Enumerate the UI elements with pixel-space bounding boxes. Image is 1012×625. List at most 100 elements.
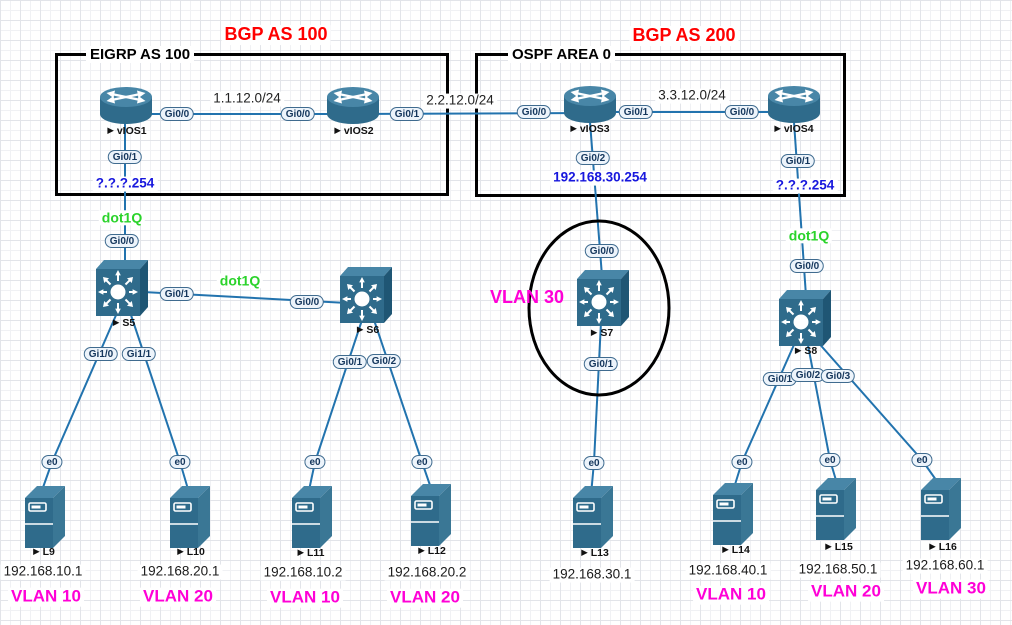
host-label-l14: ▶ L14	[722, 544, 750, 556]
device-marker-icon: ▶	[334, 125, 341, 135]
host-ip-l9: 192.168.10.1	[0, 564, 86, 580]
iface-l9-e0: e0	[41, 455, 63, 469]
host-vlan-l9: VLAN 10	[8, 587, 84, 607]
host-vlan-l11: VLAN 10	[267, 588, 343, 608]
switch-s7[interactable]	[577, 270, 629, 326]
device-marker-icon: ▶	[418, 545, 425, 555]
trunk-label-s5-uplink: dot1Q	[98, 209, 146, 226]
trunk-label-s5-s6: dot1Q	[216, 272, 264, 289]
router-label-vios1: ▶ vIOS1	[107, 125, 147, 137]
switch-s5[interactable]	[96, 260, 148, 316]
switch-s8[interactable]	[779, 290, 831, 346]
device-marker-icon: ▶	[794, 345, 802, 355]
host-label-l11: ▶ L11	[297, 547, 325, 559]
iface-s8-gi0-3: Gi0/3	[820, 369, 856, 383]
iface-vios1-gi0-1: Gi0/1	[107, 150, 143, 164]
iface-s6-gi0-2: Gi0/2	[366, 354, 402, 368]
device-marker-icon: ▶	[33, 546, 40, 556]
iface-l16-e0: e0	[911, 453, 933, 467]
vlan30-note: VLAN 30	[489, 287, 565, 308]
gateway-label-vios4: ?.?.?.254	[772, 178, 838, 194]
device-marker-icon: ▶	[722, 544, 729, 554]
gateway-label-vios1: ?.?.?.254	[92, 176, 158, 192]
iface-l13-e0: e0	[583, 456, 605, 470]
iface-vios4-gi0-1: Gi0/1	[780, 154, 816, 168]
iface-vios3-gi0-1: Gi0/1	[618, 105, 654, 119]
iface-s6-gi0-0: Gi0/0	[289, 295, 325, 309]
iface-s5-gi1-1: Gi1/1	[121, 347, 157, 361]
host-ip-l15: 192.168.50.1	[795, 562, 881, 578]
ospf-region-label: OSPF AREA 0	[508, 46, 615, 63]
switch-s6[interactable]	[340, 267, 392, 323]
iface-vios1-gi0-0: Gi0/0	[159, 107, 195, 121]
switch-label-s7: ▶ S7	[590, 327, 614, 339]
host-l15[interactable]	[816, 478, 856, 540]
device-marker-icon: ▶	[177, 546, 184, 556]
host-l9[interactable]	[25, 486, 65, 548]
iface-vios3-gi0-2: Gi0/2	[575, 151, 611, 165]
host-l10[interactable]	[170, 486, 210, 548]
iface-l10-e0: e0	[169, 455, 191, 469]
iface-s5-gi1-0: Gi1/0	[83, 347, 119, 361]
bgp-as-100-title: BGP AS 100	[221, 24, 331, 45]
device-marker-icon: ▶	[774, 123, 781, 133]
router-label-vios4: ▶ vIOS4	[774, 123, 814, 135]
eigrp-region-box	[55, 53, 449, 196]
host-label-l12: ▶ L12	[418, 545, 446, 557]
iface-s8-gi0-0: Gi0/0	[789, 259, 825, 273]
iface-l14-e0: e0	[731, 455, 753, 469]
router-label-vios2: ▶ vIOS2	[334, 125, 374, 137]
subnet-label-2: 2.2.12.0/24	[423, 93, 497, 109]
router-label-vios3: ▶ vIOS3	[570, 123, 610, 135]
device-marker-icon: ▶	[112, 317, 120, 327]
host-ip-l11: 192.168.10.2	[260, 565, 346, 581]
router-vios3[interactable]	[563, 85, 617, 125]
device-marker-icon: ▶	[825, 541, 832, 551]
host-vlan-l14: VLAN 10	[693, 585, 769, 605]
router-vios1[interactable]	[99, 86, 153, 126]
switch-label-s8: ▶ S8	[794, 345, 818, 357]
host-vlan-l15: VLAN 20	[808, 582, 884, 602]
host-l13[interactable]	[573, 486, 613, 548]
switch-label-s5: ▶ S5	[112, 317, 136, 329]
host-vlan-l10: VLAN 20	[140, 587, 216, 607]
device-marker-icon: ▶	[107, 125, 114, 135]
host-l14[interactable]	[713, 483, 753, 545]
device-marker-icon: ▶	[590, 327, 598, 337]
iface-s5-gi0-1: Gi0/1	[159, 287, 195, 301]
host-ip-l14: 192.168.40.1	[685, 563, 771, 579]
host-l11[interactable]	[292, 486, 332, 548]
iface-l11-e0: e0	[304, 455, 326, 469]
device-marker-icon: ▶	[929, 541, 936, 551]
host-label-l9: ▶ L9	[33, 546, 55, 558]
device-marker-icon: ▶	[581, 547, 588, 557]
subnet-label-3: 3.3.12.0/24	[655, 88, 729, 104]
iface-s7-gi0-0: Gi0/0	[584, 244, 620, 258]
device-marker-icon: ▶	[356, 324, 364, 334]
host-vlan-l16: VLAN 30	[913, 579, 989, 599]
host-label-l15: ▶ L15	[825, 541, 853, 553]
host-label-l13: ▶ L13	[581, 547, 609, 559]
gateway-label-vios3: 192.168.30.254	[550, 170, 650, 186]
host-l12[interactable]	[411, 484, 451, 546]
switch-label-s6: ▶ S6	[356, 324, 380, 336]
device-marker-icon: ▶	[297, 547, 305, 557]
iface-l15-e0: e0	[819, 453, 841, 467]
device-marker-icon: ▶	[570, 123, 577, 133]
iface-s6-gi0-1: Gi0/1	[332, 355, 368, 369]
iface-vios3-gi0-0: Gi0/0	[516, 105, 552, 119]
link-vios2-vios3	[351, 112, 591, 115]
host-l16[interactable]	[921, 478, 961, 540]
trunk-label-s8-uplink: dot1Q	[785, 227, 833, 244]
ospf-region-box	[475, 53, 846, 197]
iface-l12-e0: e0	[411, 455, 433, 469]
host-vlan-l12: VLAN 20	[387, 588, 463, 608]
router-vios2[interactable]	[326, 86, 380, 126]
router-vios4[interactable]	[767, 85, 821, 125]
bgp-as-200-title: BGP AS 200	[629, 25, 739, 46]
eigrp-region-label: EIGRP AS 100	[86, 46, 195, 63]
subnet-label-1: 1.1.12.0/24	[210, 91, 284, 107]
iface-s7-gi0-1: Gi0/1	[583, 357, 619, 371]
iface-vios2-gi0-0: Gi0/0	[280, 107, 316, 121]
